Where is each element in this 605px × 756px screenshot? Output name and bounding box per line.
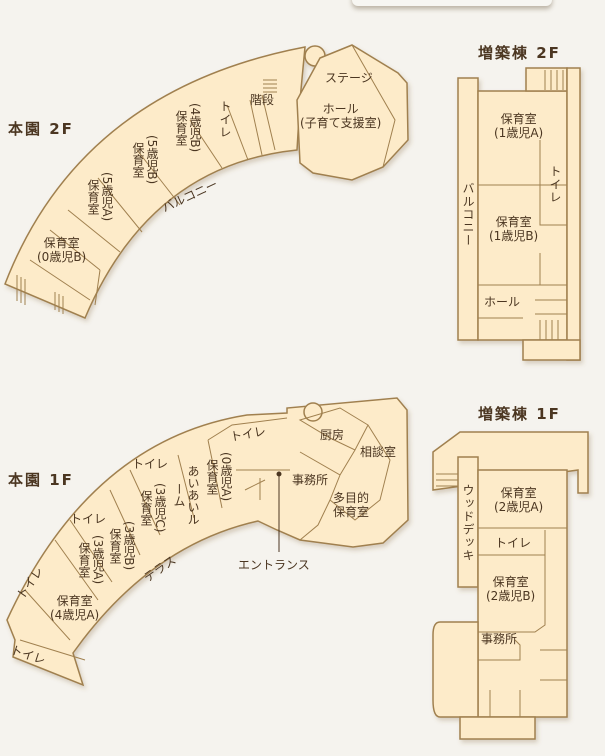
room-hall: ホール(子育て支援室) bbox=[300, 102, 382, 130]
room-aiai: あいあいルーム bbox=[172, 465, 200, 525]
annex-2f-title: 増築棟 2F bbox=[478, 44, 561, 62]
room-stairs: 階段 bbox=[250, 93, 275, 107]
wooddeck: ウッドデッキ bbox=[461, 484, 475, 562]
room-toilet-annex-2f: トイレ bbox=[548, 165, 562, 204]
room-age1a: 保育室(1歳児A) bbox=[494, 112, 544, 140]
annex-2f-main bbox=[477, 90, 568, 341]
room-age5a: (5歳児A)保育室 bbox=[86, 172, 114, 222]
entrance-label: エントランス bbox=[238, 558, 310, 572]
annex-1f-title: 増築棟 1F bbox=[478, 405, 561, 423]
room-age4b: (4歳児B)保育室 bbox=[174, 103, 202, 153]
room-age1b: 保育室(1歳児B) bbox=[489, 215, 539, 243]
room-toilet-3c: トイレ bbox=[132, 457, 169, 471]
room-age3b: (3歳児B)保育室 bbox=[108, 521, 136, 571]
balcony-annex-2f: バルコニー bbox=[461, 182, 475, 247]
annex-1f-main bbox=[477, 469, 568, 718]
room-age5b: (5歳児B)保育室 bbox=[131, 135, 159, 185]
room-age2b: 保育室(2歳児B) bbox=[486, 575, 536, 603]
main-1f-title: 本園 1F bbox=[8, 471, 74, 489]
main-1f-round-tower bbox=[303, 402, 323, 422]
room-age4a: 保育室(4歳児A) bbox=[50, 594, 100, 622]
room-infant-0b: 保育室(0歳児B) bbox=[37, 236, 87, 264]
room-toilet-3b: トイレ bbox=[70, 512, 107, 526]
room-toilet-annex-1f: トイレ bbox=[495, 536, 532, 550]
main-1f-wing bbox=[6, 397, 409, 687]
annex-1f-bottom-steps bbox=[459, 716, 536, 740]
annex-2f-right-strip bbox=[566, 67, 581, 361]
room-office-main: 事務所 bbox=[292, 473, 329, 487]
main-2f-wing bbox=[4, 46, 306, 319]
annex-2f-bottom-stairs bbox=[522, 339, 581, 361]
room-multipurpose: 多目的保育室 bbox=[333, 491, 370, 519]
annex-2f-top-stairs bbox=[525, 67, 568, 92]
room-consultation: 相談室 bbox=[360, 445, 397, 459]
entrance-pointer-dot bbox=[276, 471, 282, 477]
room-age3a: (3歳児A)保育室 bbox=[77, 535, 105, 585]
room-age2a: 保育室(2歳児A) bbox=[494, 486, 544, 514]
room-age0a: (0歳児A)保育室 bbox=[205, 452, 233, 502]
room-stage: ステージ bbox=[325, 71, 373, 85]
annex-1f-left-block bbox=[432, 621, 479, 718]
top-card-edge bbox=[352, 0, 552, 6]
room-hall-annex: ホール bbox=[484, 295, 521, 309]
main-2f-title: 本園 2F bbox=[8, 120, 74, 138]
room-age3c: (3歳児C)保育室 bbox=[139, 483, 167, 533]
room-office-annex: 事務所 bbox=[481, 632, 518, 646]
room-toilet-2f: トイレ bbox=[218, 100, 232, 139]
room-kitchen: 厨房 bbox=[320, 428, 345, 442]
